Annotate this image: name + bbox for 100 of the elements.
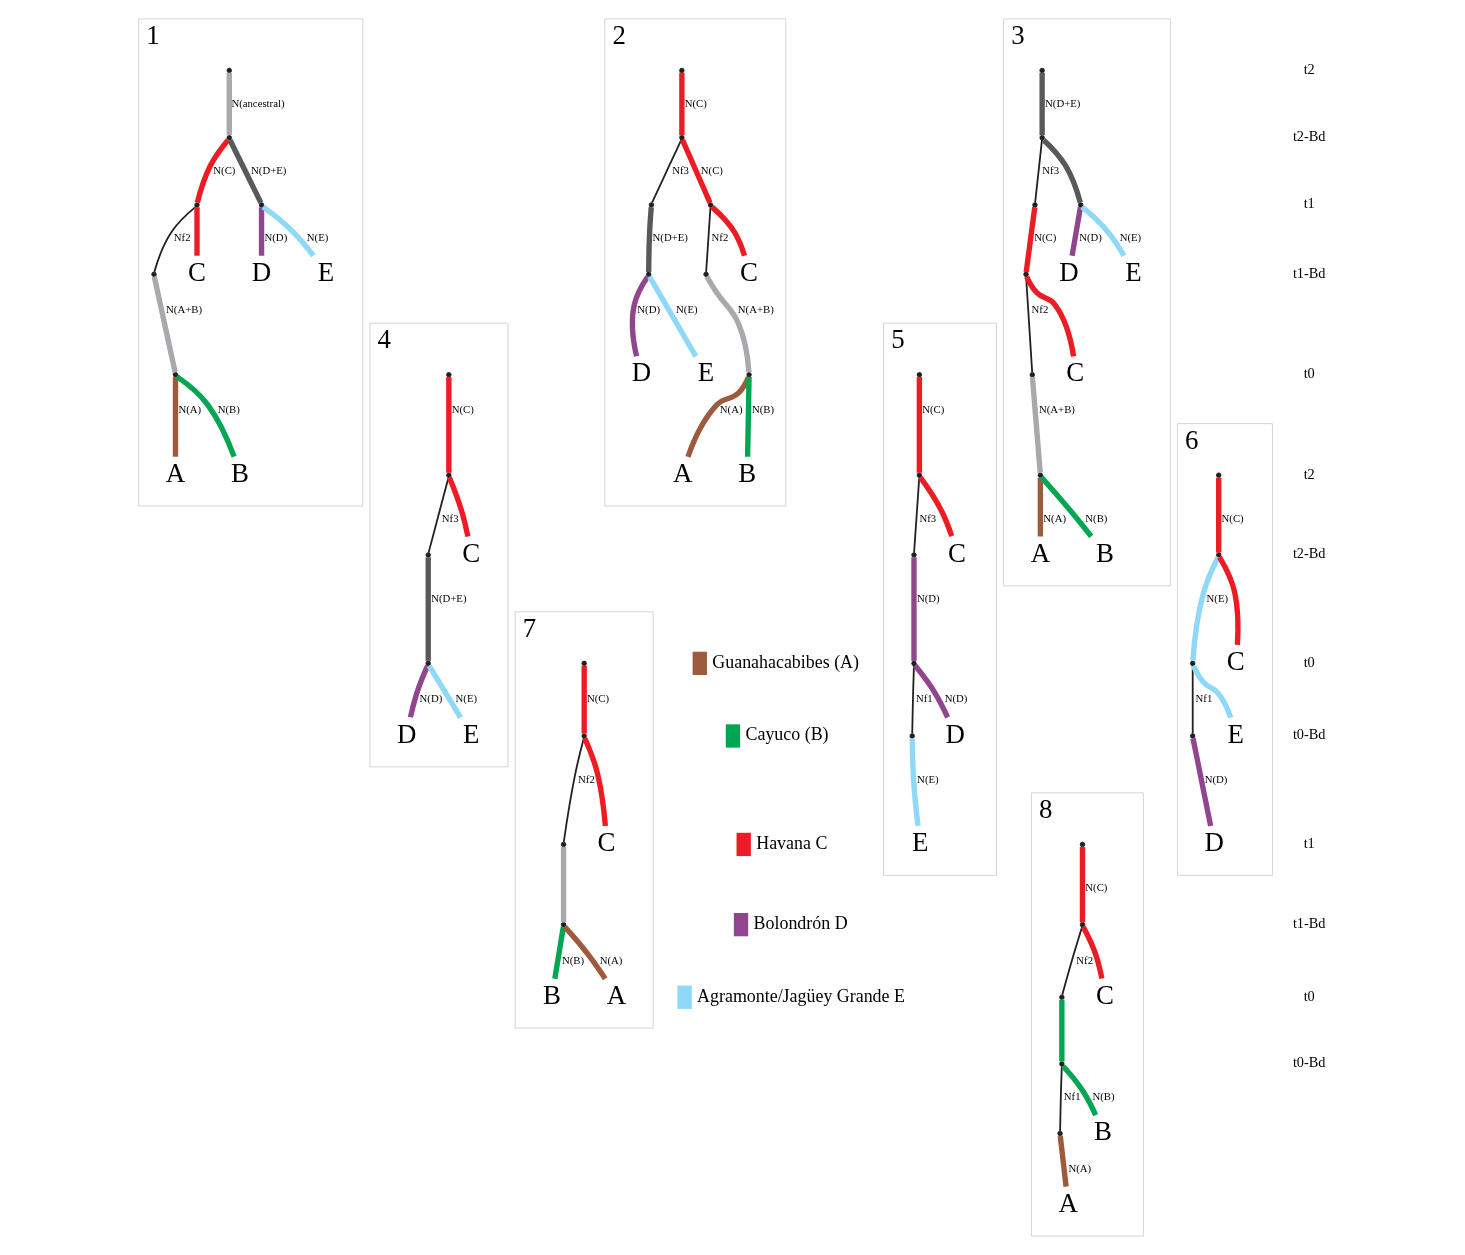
connector [560,846,567,923]
node-point [648,202,655,208]
node-text: D [945,718,965,749]
connector [1023,206,1038,273]
label: t0-Bd [1292,1054,1326,1071]
edge-label: Nf2 [173,231,191,244]
connector [679,72,685,136]
node-text: C [188,257,206,288]
connector [680,138,713,204]
edge-label: N(E) [917,772,939,785]
node-point [1059,1061,1065,1067]
node-point [1032,202,1038,208]
connector [651,139,683,204]
label: t0 [1303,365,1315,382]
connector [151,276,178,373]
connector [1217,555,1241,645]
legend-label: Guanahacabibes (A) [712,651,860,672]
label: t2-Bd [1292,545,1326,562]
connector [1061,1064,1099,1117]
edge-label: N(ancestral) [231,96,285,109]
node-point [226,67,232,74]
edge-label: N(A) [599,953,623,966]
node-text: E [317,257,335,288]
edge-label: Nf1 [1195,692,1213,705]
connector [913,476,921,554]
edge-label: Nf2 [711,231,729,244]
edge-label: N(E) [306,231,329,244]
connector [1190,737,1214,827]
node-text: C [1226,646,1245,677]
node-point [581,660,587,667]
edge-label: Nf3 [672,164,689,177]
node-text: E [697,357,715,388]
node-point [226,135,232,141]
edge-label: N(D+E) [652,231,688,244]
connector [581,665,587,734]
label: t0 [1303,987,1315,1004]
label: t2 [1303,60,1315,77]
connector [629,275,650,357]
connector [646,207,654,272]
edge-label: N(C) [451,403,474,416]
connector [1069,206,1084,257]
node-text: A [606,979,627,1010]
node-text: A [1058,1187,1078,1218]
edge-label: N(D+E) [251,164,287,177]
edge-label: N(B) [217,403,240,416]
legend-label: Agramonte/Jagüey Grande E [697,985,905,1006]
label: t2 [1303,465,1315,482]
edge-label: N(B) [751,403,775,416]
connector [916,377,923,473]
edge-label: Nf2 [1031,302,1049,315]
node-point [1190,660,1196,667]
connector [258,207,265,256]
edge-label: Nf2 [578,772,595,785]
connector [227,138,264,204]
edge-label: Nf1 [915,692,933,705]
connector [194,207,200,256]
connector [1061,926,1083,996]
edge-label: N(D) [1079,231,1102,244]
edge-label: N(C) [700,164,723,177]
connector [172,377,179,457]
node-text: B [1094,1116,1113,1147]
legend-label: Cayuco (B) [745,724,829,745]
connector [1080,925,1105,979]
edge-label: Nf2 [1076,953,1094,966]
node-point [560,841,567,848]
node-text: C [948,537,966,568]
edge-label: N(A) [1043,511,1067,524]
node-point [707,202,714,208]
node-text: E [463,718,480,749]
node-text: D [1204,827,1224,858]
node-point [909,733,915,739]
node-point [446,372,452,378]
connector [446,476,471,537]
node-point [425,660,431,667]
node-point [581,733,587,739]
connector [261,204,316,258]
edge-label: N(E) [1119,231,1142,244]
edge-label: N(D) [419,692,443,705]
connector [552,926,566,980]
connector [1039,475,1094,539]
label: t1-Bd [1292,915,1326,932]
connector [1080,204,1127,258]
edge-label: N(E) [676,302,698,315]
label: t1-Bd [1292,264,1326,281]
node-point [1059,994,1065,1000]
connector [446,377,452,473]
node-point [1216,552,1222,558]
edge-label: N(C) [684,96,707,109]
connector [426,664,463,719]
connector [744,377,752,457]
node-point [1029,372,1035,378]
connector [427,476,450,554]
edge-label: N(D) [1204,772,1228,785]
node-text: C [740,257,759,288]
edge-label: N(C) [1034,231,1057,244]
node-point [560,921,567,928]
legend-label: Havana C [756,832,828,853]
connector [425,557,431,661]
edge-label: N(E) [455,692,478,705]
node-point [1057,1130,1063,1137]
